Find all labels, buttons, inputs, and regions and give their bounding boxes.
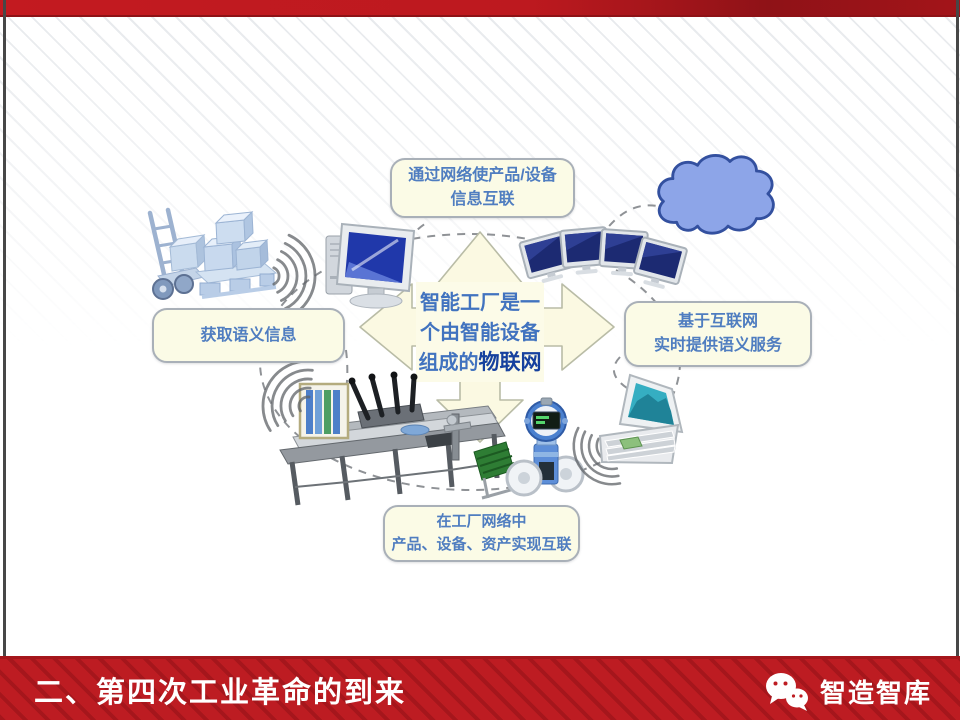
- left-info-box: 获取语义信息: [152, 308, 345, 363]
- top-info-line2: 信息互联: [450, 191, 515, 208]
- monitor-array-illustration: [518, 225, 689, 294]
- center-statement: 智能工厂是一 个由智能设备 组成的物联网: [410, 288, 550, 384]
- right-info-line1: 基于互联网: [677, 313, 758, 330]
- iot-highlight: 物联网: [478, 351, 542, 374]
- hand-truck-boxes-illustration: [147, 207, 278, 300]
- wifi-signal-icon: [272, 233, 317, 319]
- footer-title: 二、第四次工业革命的到来: [34, 676, 407, 709]
- center-line2: 个由智能设备: [420, 322, 540, 344]
- laptop-illustration: [598, 373, 684, 465]
- footer-bar: 二、第四次工业革命的到来 智造智库: [0, 656, 960, 720]
- right-info-line2: 实时提供语义服务: [653, 337, 782, 354]
- brand-name: 智造智库: [819, 677, 932, 708]
- left-info-line1: 获取语义信息: [200, 326, 297, 344]
- right-info-box: 基于互联网 实时提供语义服务: [624, 301, 812, 367]
- production-line-illustration: [279, 371, 515, 506]
- center-line3: 组成的物联网: [418, 351, 542, 374]
- bottom-info-line1: 在工厂网络中: [436, 513, 527, 530]
- center-panel: [416, 282, 544, 382]
- cloud-icon: [657, 154, 775, 235]
- top-red-bar: [0, 0, 960, 17]
- right-edge-line: [956, 0, 959, 657]
- flow-meter-illustration: [505, 397, 585, 497]
- left-edge-line: [3, 0, 6, 657]
- brand: 智造智库: [764, 659, 932, 723]
- top-info-line1: 通过网络使产品/设备: [408, 167, 557, 184]
- top-info-box: 通过网络使产品/设备 信息互联: [390, 158, 575, 218]
- desktop-computer-illustration: [325, 222, 416, 309]
- wechat-icon: [765, 673, 808, 711]
- center-line1: 智能工厂是一: [420, 292, 540, 314]
- bottom-info-box: 在工厂网络中 产品、设备、资产实现互联: [383, 505, 580, 562]
- bottom-info-line2: 产品、设备、资产实现互联: [391, 535, 572, 553]
